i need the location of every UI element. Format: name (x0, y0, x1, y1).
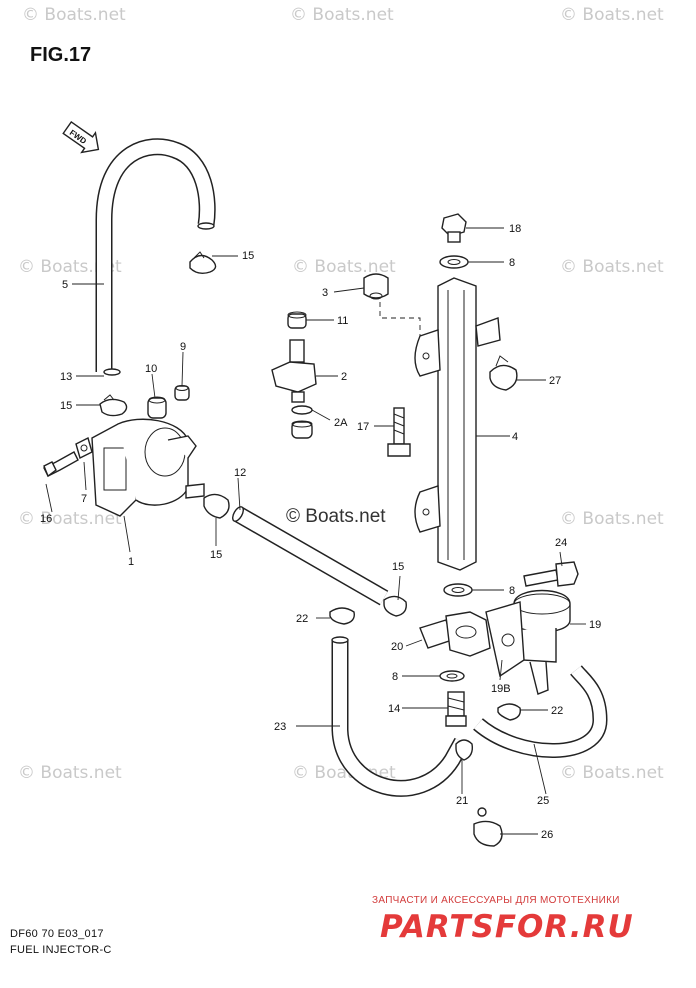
callout-5: 5 (62, 279, 68, 291)
callout-1: 1 (128, 556, 134, 568)
clip-27 (489, 355, 518, 391)
gasket-7 (75, 436, 93, 460)
clip-22-upper (329, 607, 355, 625)
curved-hose-23 (331, 636, 470, 797)
fuel-pump-1 (91, 418, 205, 517)
fwd-arrow-icon: FWD (62, 120, 100, 154)
callout-11: 11 (337, 315, 348, 327)
callout-numbers: 5 13 15 10 9 15 16 7 1 12 15 15 22 23 21… (40, 223, 601, 841)
fuel-injector-2 (271, 339, 317, 403)
callout-15: 15 (210, 549, 222, 561)
watermark: © Boats.net (18, 509, 122, 529)
gasket-19b (485, 601, 525, 678)
washer-8-low (439, 670, 465, 682)
callout-8: 8 (509, 257, 515, 269)
watermark: © Boats.net (18, 763, 122, 783)
figure-title: FIG.17 (30, 44, 92, 66)
callout-16: 16 (40, 513, 52, 525)
callout-19b: 19B (491, 683, 511, 695)
callout-23: 23 (274, 721, 286, 733)
clip-26 (473, 807, 503, 847)
cap-3 (363, 273, 389, 300)
callout-15: 15 (392, 561, 404, 573)
leader-dash-3 (379, 302, 421, 336)
fuel-rail-4 (414, 277, 501, 571)
watermark: © Boats.net (560, 763, 664, 783)
callout-15: 15 (60, 400, 72, 412)
cap-11 (287, 311, 307, 329)
shop-tagline: ЗАПЧАСТИ И АКСЕССУАРЫ ДЛЯ МОТОТЕХНИКИ (372, 895, 620, 906)
callout-2: 2 (341, 371, 347, 383)
straight-hose-12 (232, 506, 389, 606)
watermark: © Boats.net (292, 257, 396, 277)
callout-8: 8 (509, 585, 515, 597)
pressure-regulator-19 (513, 589, 571, 695)
callout-8: 8 (392, 671, 398, 683)
fuel-hose-5 (95, 138, 216, 376)
callout-2a: 2A (334, 417, 348, 429)
bolt-14 (445, 691, 467, 727)
callout-22: 22 (296, 613, 308, 625)
clip-22-right (497, 703, 521, 721)
callout-7: 7 (81, 493, 87, 505)
o-ring-2a (291, 405, 313, 439)
hose-25 (473, 665, 608, 758)
grommet-10 (147, 396, 167, 419)
callout-10: 10 (145, 363, 157, 375)
washer-8-mid (443, 583, 473, 597)
callout-25: 25 (537, 795, 549, 807)
bolt-18 (441, 213, 467, 243)
washer-8-top (439, 255, 469, 269)
callout-20: 20 (391, 641, 403, 653)
callout-13: 13 (60, 371, 72, 383)
callout-17: 17 (357, 421, 369, 433)
callout-12: 12 (234, 467, 246, 479)
bolt-16 (43, 451, 79, 478)
callout-27: 27 (549, 375, 561, 387)
clip-15-top (189, 251, 217, 275)
center-watermark: © Boats.net (286, 506, 386, 527)
watermark: © Boats.net (560, 257, 664, 277)
figure-caption: FUEL INJECTOR-C (10, 944, 112, 956)
callout-15: 15 (242, 250, 254, 262)
clip-15-middle (203, 493, 230, 519)
shop-logo: PARTSFOR.RU (380, 909, 634, 945)
bolt-17 (387, 407, 411, 457)
watermark: © Boats.net (560, 509, 664, 529)
clip-15-left (99, 394, 128, 417)
callout-24: 24 (555, 537, 567, 549)
plug-9 (174, 385, 190, 401)
clip-15-lower (383, 595, 407, 617)
clip-21 (455, 739, 474, 761)
callout-3: 3 (322, 287, 328, 299)
callout-19: 19 (589, 619, 601, 631)
union-20 (419, 611, 491, 657)
callout-26: 26 (541, 829, 553, 841)
bolt-24 (523, 561, 579, 587)
callout-18: 18 (509, 223, 521, 235)
callout-14: 14 (388, 703, 400, 715)
model-code: DF60 70 E03_017 (10, 928, 104, 940)
watermark: © Boats.net (290, 5, 394, 25)
leader-lines (45, 227, 586, 835)
watermark: © Boats.net (560, 5, 664, 25)
watermark: © Boats.net (22, 5, 126, 25)
callout-9: 9 (180, 341, 186, 353)
callout-21: 21 (456, 795, 468, 807)
callout-4: 4 (512, 431, 518, 443)
callout-22: 22 (551, 705, 563, 717)
